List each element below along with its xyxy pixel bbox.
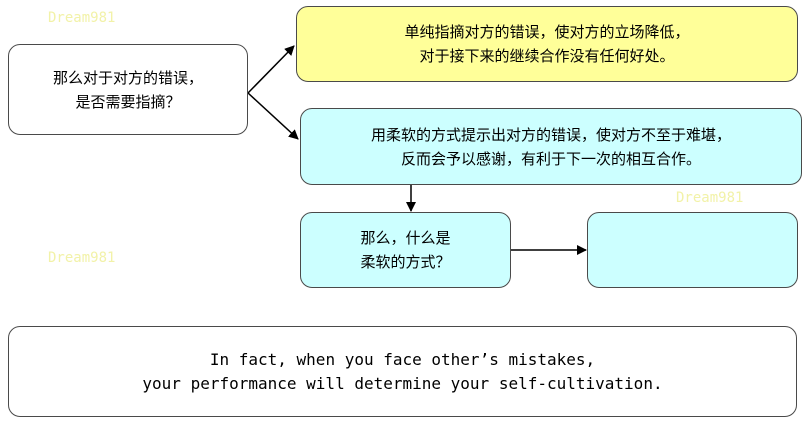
watermark: Dream981 bbox=[48, 250, 116, 266]
negative-outcome-box: 单纯指摘对方的错误，使对方的立场降低， 对于接下来的继续合作没有任何好处。 bbox=[296, 6, 798, 82]
question-line: 是否需要指摘？ bbox=[75, 92, 181, 111]
watermark: Dream981 bbox=[676, 190, 744, 206]
how-question-line: 柔软的方式？ bbox=[360, 253, 451, 271]
arrow-to-negative bbox=[247, 45, 295, 94]
how-question-line: 那么，什么是 bbox=[360, 229, 451, 247]
conclusion-line: In fact, when you face other’s mistakes, bbox=[209, 349, 596, 369]
arrow-to-positive bbox=[247, 92, 299, 140]
conclusion-box: In fact, when you face other’s mistakes,… bbox=[8, 326, 797, 417]
question-line: 那么对于对方的错误， bbox=[52, 68, 203, 87]
empty-answer-box bbox=[587, 212, 798, 288]
positive-outcome-line: 反而会予以感谢，有利于下一次的相互合作。 bbox=[400, 149, 701, 168]
positive-outcome-line: 用柔软的方式提示出对方的错误，使对方不至于难堪， bbox=[370, 125, 731, 144]
question-box: 那么对于对方的错误， 是否需要指摘？ bbox=[8, 44, 248, 135]
negative-outcome-line: 对于接下来的继续合作没有任何好处。 bbox=[419, 47, 675, 65]
positive-outcome-box: 用柔软的方式提示出对方的错误，使对方不至于难堪， 反而会予以感谢，有利于下一次的… bbox=[300, 108, 802, 185]
watermark: Dream981 bbox=[48, 10, 116, 26]
how-question-box: 那么，什么是 柔软的方式？ bbox=[300, 212, 511, 288]
conclusion-line: your performance will determine your sel… bbox=[142, 373, 663, 393]
negative-outcome-line: 单纯指摘对方的错误，使对方的立场降低， bbox=[404, 23, 690, 41]
